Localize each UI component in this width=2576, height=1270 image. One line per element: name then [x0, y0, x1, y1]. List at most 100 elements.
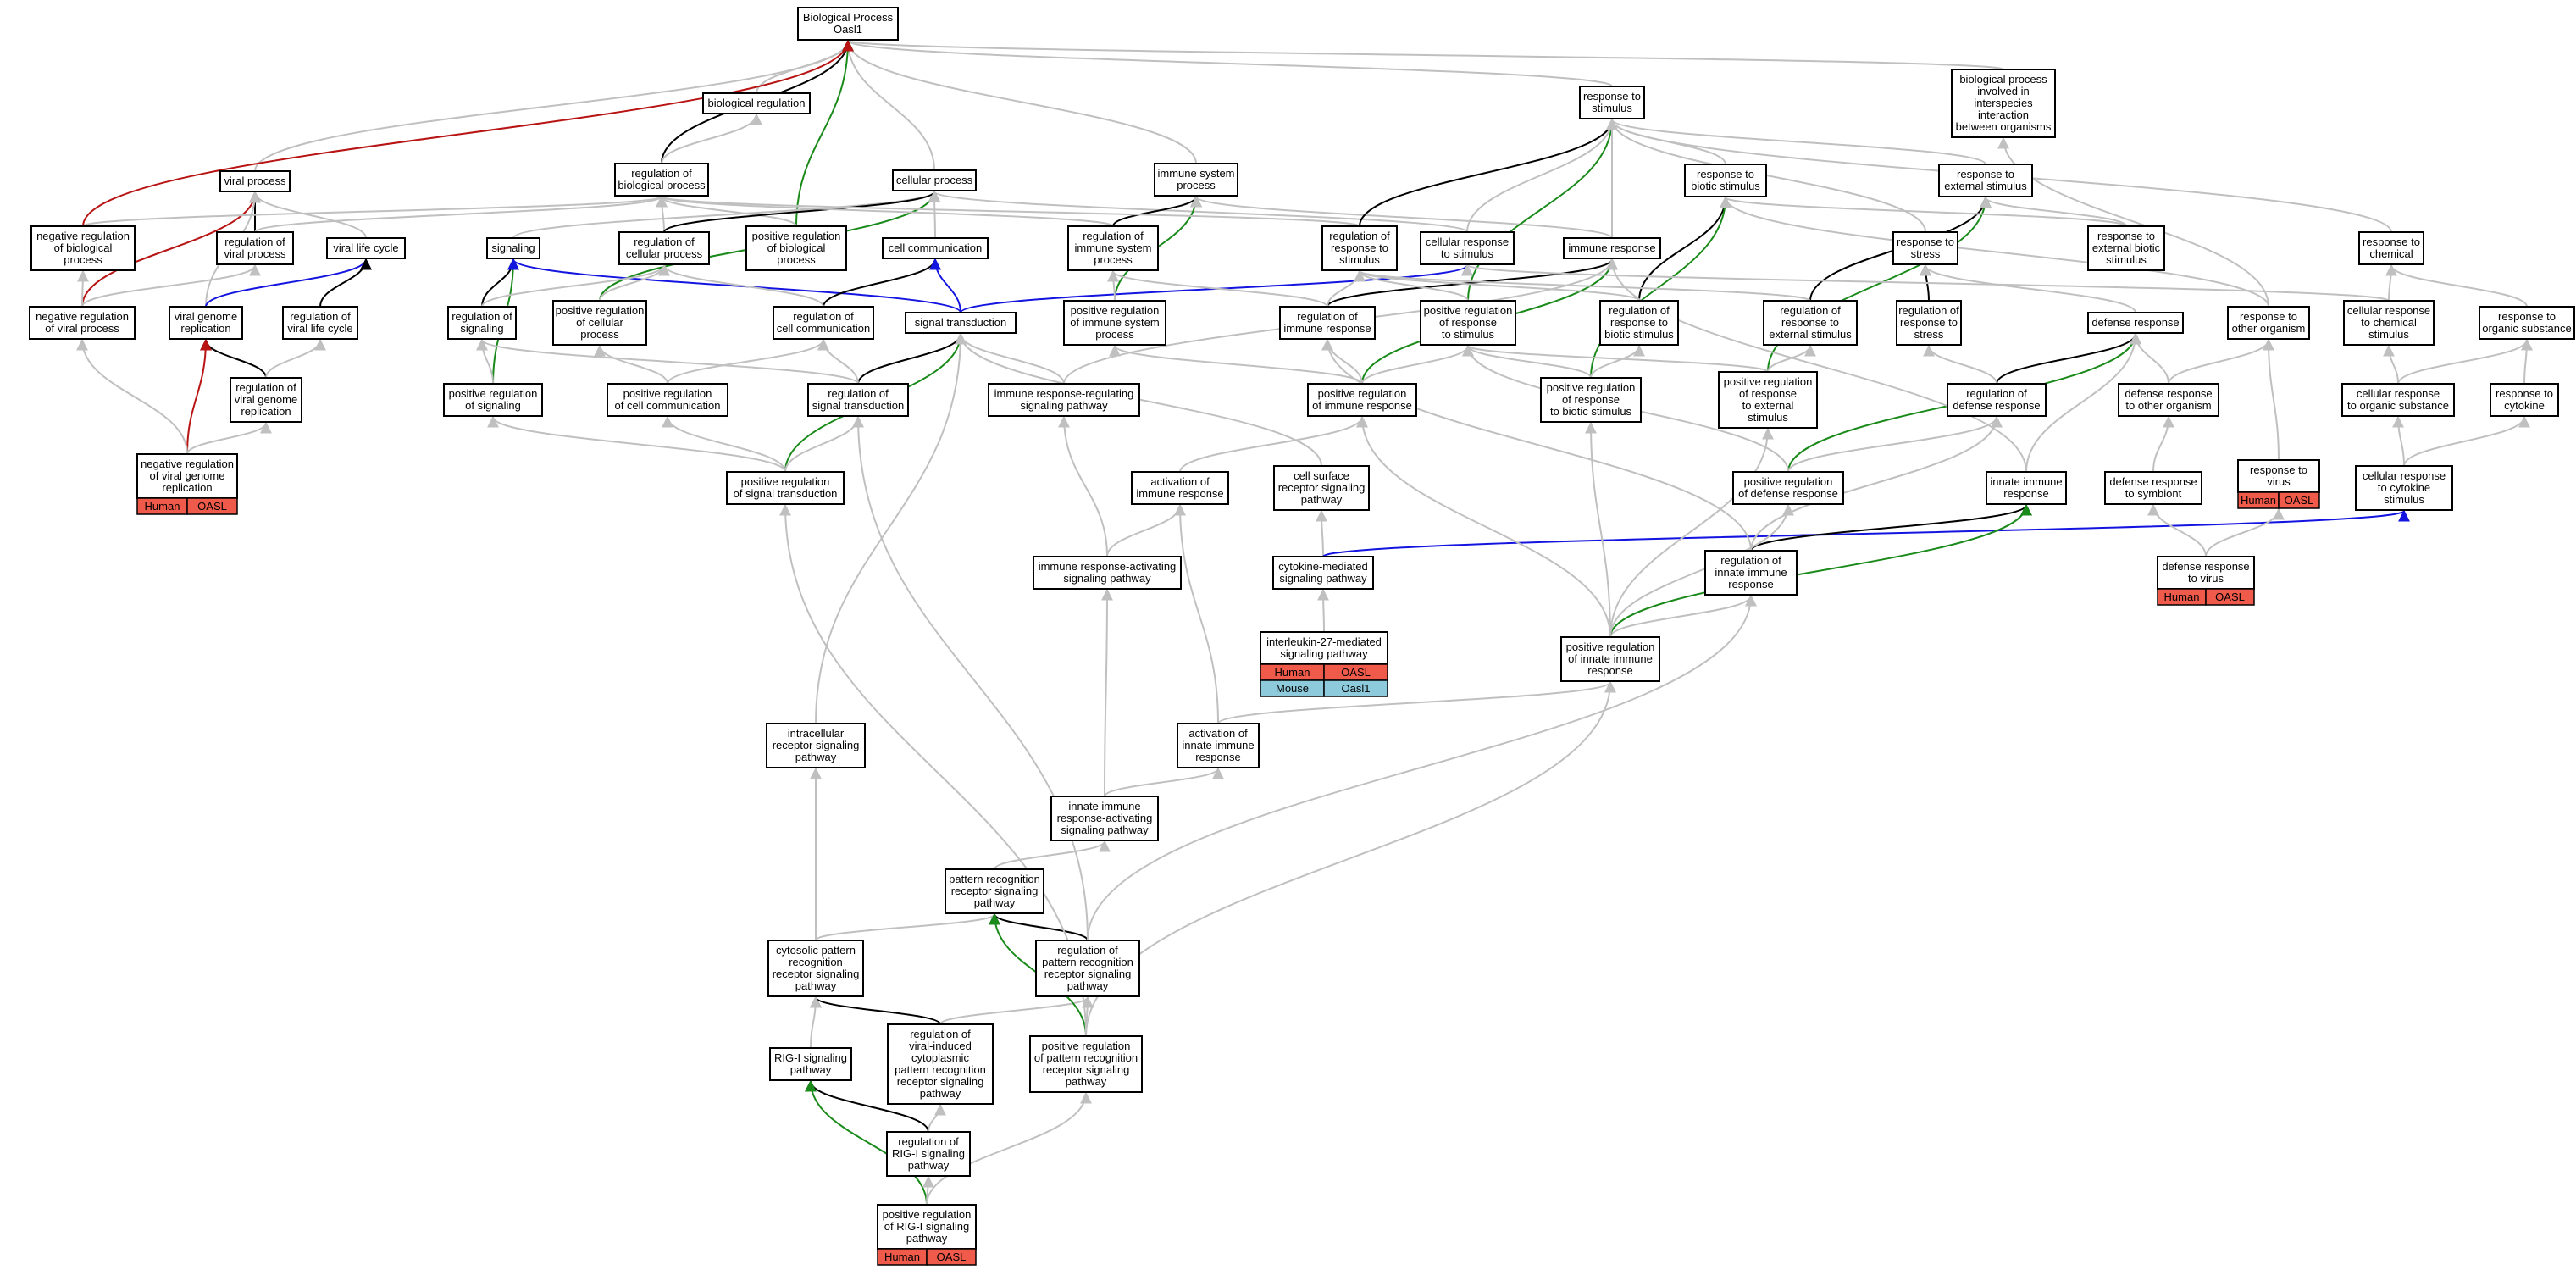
- go-term-node-virlife[interactable]: viral life cycle: [326, 237, 406, 259]
- go-term-node-defresp[interactable]: defense response: [2087, 312, 2184, 334]
- node-label-line: signaling pathway: [1061, 824, 1149, 836]
- node-label-line: immune system: [1157, 167, 1234, 180]
- edge-posreginnate-to-reginnate: [1609, 594, 1757, 638]
- edge-regrespstim-to-respstim: [1359, 118, 1618, 227]
- node-label-line: signaling pathway: [1280, 647, 1368, 660]
- go-term-node-cellcomm[interactable]: cell communication: [882, 237, 989, 259]
- node-label-line: cellular response: [1426, 236, 1509, 248]
- node-label-line: signaling: [491, 241, 535, 254]
- node-label-line: regulation of: [1083, 230, 1144, 242]
- go-term-node-bioreg[interactable]: biological regulation: [702, 92, 811, 114]
- node-label-line: response to: [1697, 168, 1754, 180]
- go-term-node-cellproc[interactable]: cellular process: [892, 169, 977, 191]
- go-term-node-innateact[interactable]: innate immuneresponse-activatingsignalin…: [1050, 796, 1159, 841]
- edge-regdefresp-to-regrespstress: [1923, 344, 1997, 385]
- node-label-line: pathway: [920, 1087, 961, 1100]
- edge-posregsigtrans-to-posregcellcomm: [662, 415, 786, 473]
- node-label-line: external stimulus: [1769, 328, 1852, 341]
- go-term-node-immresp[interactable]: immune response: [1563, 237, 1661, 259]
- edge-negregvirgen-to-virgenrep: [186, 338, 212, 455]
- go-term-node-viralproc[interactable]: viral process: [219, 170, 291, 192]
- node-label-line: process: [1095, 328, 1134, 341]
- node-label-line: pathway: [790, 1063, 832, 1076]
- go-term-node-signaling[interactable]: signaling: [486, 237, 540, 259]
- node-label-line: of cell communication: [615, 399, 721, 412]
- go-term-node-regvirind[interactable]: regulation ofviral-inducedcytoplasmicpat…: [887, 1023, 994, 1105]
- node-label-line: receptor signaling: [1278, 481, 1366, 494]
- node-box: [1986, 471, 2067, 505]
- go-term-node-sigtrans[interactable]: signal transduction: [905, 312, 1017, 334]
- node-label-line: external stimulus: [1944, 180, 2027, 192]
- edge-cellrespstim-to-cellproc: [928, 190, 1468, 233]
